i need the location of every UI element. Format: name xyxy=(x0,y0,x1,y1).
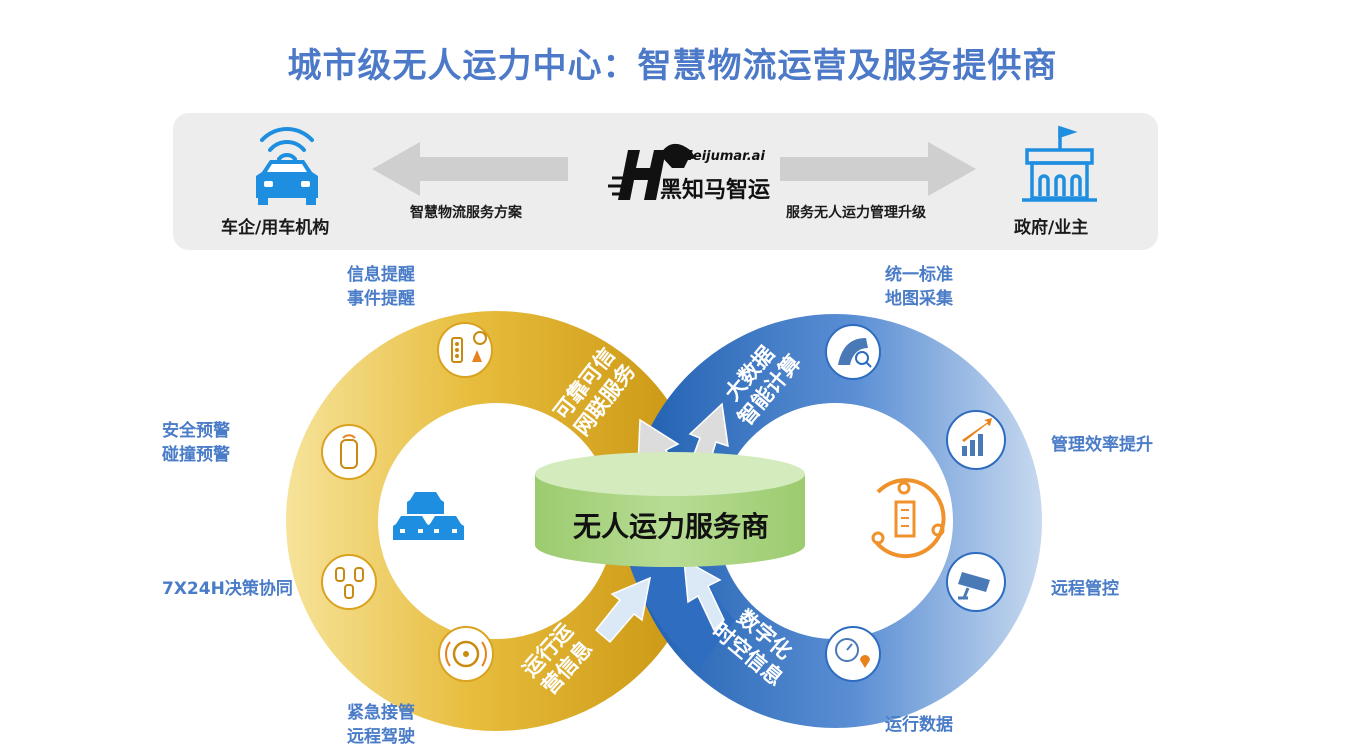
left-banner-arrow xyxy=(372,142,568,196)
car-sensor-icon xyxy=(321,424,377,480)
safety-line1: 安全预警 xyxy=(162,421,230,441)
operation-data-label: 运行数据 xyxy=(885,715,953,735)
info-line2: 事件提醒 xyxy=(347,289,415,309)
left-arrow-label: 智慧物流服务方案 xyxy=(410,205,522,221)
right-arrow-label: 服务无人运力管理升级 xyxy=(786,205,926,221)
steering-wheel-icon xyxy=(438,626,494,682)
left-entity-label: 车企/用车机构 xyxy=(221,218,330,238)
safety-line2: 碰撞预警 xyxy=(162,445,230,465)
map-line2: 地图采集 xyxy=(885,289,953,309)
right-entity-label: 政府/业主 xyxy=(1014,218,1089,238)
emergency-label: 紧急接管 远程驾驶 xyxy=(347,701,415,749)
arrow-from-bottom-right xyxy=(683,558,725,632)
top-banner xyxy=(173,113,1158,250)
safety-warning-label: 安全预警 碰撞预警 xyxy=(162,419,230,467)
right-banner-arrow xyxy=(780,142,976,196)
data-hub-icon xyxy=(871,478,946,559)
speedometer-location-icon xyxy=(825,626,881,682)
surveillance-camera-icon xyxy=(946,552,1006,612)
remote-control-label: 远程管控 xyxy=(1051,579,1119,599)
map-line1: 统一标准 xyxy=(885,265,953,285)
heijumar-logo xyxy=(608,143,696,200)
government-building-icon xyxy=(1022,125,1097,202)
growth-chart-icon xyxy=(946,410,1006,470)
center-cylinder xyxy=(535,452,805,567)
logo-text: Heijumar.ai xyxy=(682,149,765,164)
info-line1: 信息提醒 xyxy=(347,265,415,285)
map-search-icon xyxy=(825,324,881,380)
car-body xyxy=(256,160,318,205)
two-cars-icon xyxy=(393,492,464,540)
page-title: 城市级无人运力中心：智慧物流运营及服务提供商 xyxy=(287,46,1058,86)
map-label: 统一标准 地图采集 xyxy=(885,263,953,311)
decision-label: 7X24H决策协同 xyxy=(162,579,293,599)
info-reminder-label: 信息提醒 事件提醒 xyxy=(347,263,415,311)
center-label: 无人运力服务商 xyxy=(572,510,769,543)
efficiency-label: 管理效率提升 xyxy=(1051,435,1153,455)
cars-cooperation-icon xyxy=(321,554,377,610)
emergency-line1: 紧急接管 xyxy=(347,703,415,723)
traffic-light-icon xyxy=(437,322,493,378)
logo-cn: 黑知马智运 xyxy=(660,178,771,203)
arrow-from-bottom-left xyxy=(594,576,651,644)
connected-car-icon xyxy=(260,127,314,161)
emergency-line2: 远程驾驶 xyxy=(347,727,415,747)
